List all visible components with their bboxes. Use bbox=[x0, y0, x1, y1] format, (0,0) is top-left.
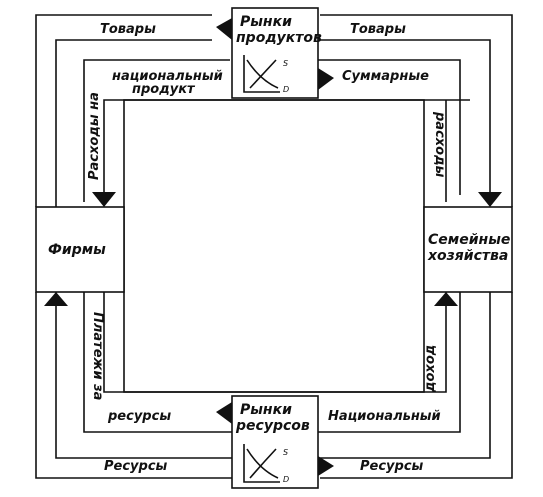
label-resources-inner: ресурсы bbox=[107, 409, 171, 424]
supply-label: S bbox=[283, 59, 288, 68]
label-national-product-line2: продукт bbox=[132, 82, 196, 97]
firms-label: Фирмы bbox=[48, 242, 106, 258]
households-label-line1: Семейные bbox=[428, 232, 510, 248]
demand-label: D bbox=[283, 85, 289, 94]
arrow-payments-into-market-icon bbox=[216, 402, 232, 424]
arrowheads bbox=[44, 18, 502, 476]
arrow-income-to-households-icon bbox=[434, 292, 458, 306]
demand-label: D bbox=[283, 475, 289, 484]
outer-flow-line bbox=[35, 14, 513, 479]
label-income: доход bbox=[423, 345, 438, 393]
product-markets-label-line2: продуктов bbox=[236, 30, 322, 46]
supply-demand-axes bbox=[243, 55, 280, 93]
resource-markets-box: Рынки ресурсов S D bbox=[231, 395, 319, 489]
label-national: Национальный bbox=[328, 409, 441, 424]
resource-markets-label-line2: ресурсов bbox=[235, 418, 310, 434]
arrow-spending-into-market-icon bbox=[318, 68, 334, 90]
product-markets-box: Рынки продуктов S D bbox=[231, 7, 322, 99]
arrow-goods-to-households-icon bbox=[478, 192, 502, 207]
inner-flow-line-inner bbox=[103, 99, 470, 393]
label-goods-right: Товары bbox=[350, 22, 406, 37]
arrow-spending-to-firms-icon bbox=[92, 192, 116, 207]
product-markets-label-line1: Рынки bbox=[240, 14, 292, 30]
label-spending-on: Расходы на bbox=[87, 92, 102, 180]
center-square bbox=[123, 99, 425, 393]
arrow-resources-to-firms-icon bbox=[44, 292, 68, 306]
label-national-product-line1: национальный bbox=[112, 69, 223, 84]
arrow-resources-into-market-icon bbox=[318, 456, 334, 476]
label-resources-bottom-right: Ресурсы bbox=[360, 459, 424, 474]
inner-flow-line bbox=[83, 59, 461, 433]
households-box: Семейные хозяйства bbox=[423, 206, 513, 293]
label-resources-bottom-left: Ресурсы bbox=[104, 459, 168, 474]
label-goods-left: Товары bbox=[100, 22, 156, 37]
supply-curve bbox=[249, 59, 277, 89]
resource-markets-label-line1: Рынки bbox=[240, 402, 292, 418]
supply-label: S bbox=[283, 448, 288, 457]
label-payments-for: Платежи за bbox=[90, 312, 105, 400]
firms-box: Фирмы bbox=[35, 206, 125, 293]
demand-curve bbox=[246, 448, 279, 479]
label-aggregate: Суммарные bbox=[342, 69, 429, 84]
supply-demand-axes bbox=[243, 444, 280, 483]
outer-flow-line-inner bbox=[55, 39, 491, 459]
households-label-line2: хозяйства bbox=[427, 248, 508, 264]
arrow-goods-into-market-icon bbox=[216, 18, 232, 40]
supply-curve bbox=[249, 448, 277, 479]
label-expenditures: расходы bbox=[432, 111, 447, 178]
